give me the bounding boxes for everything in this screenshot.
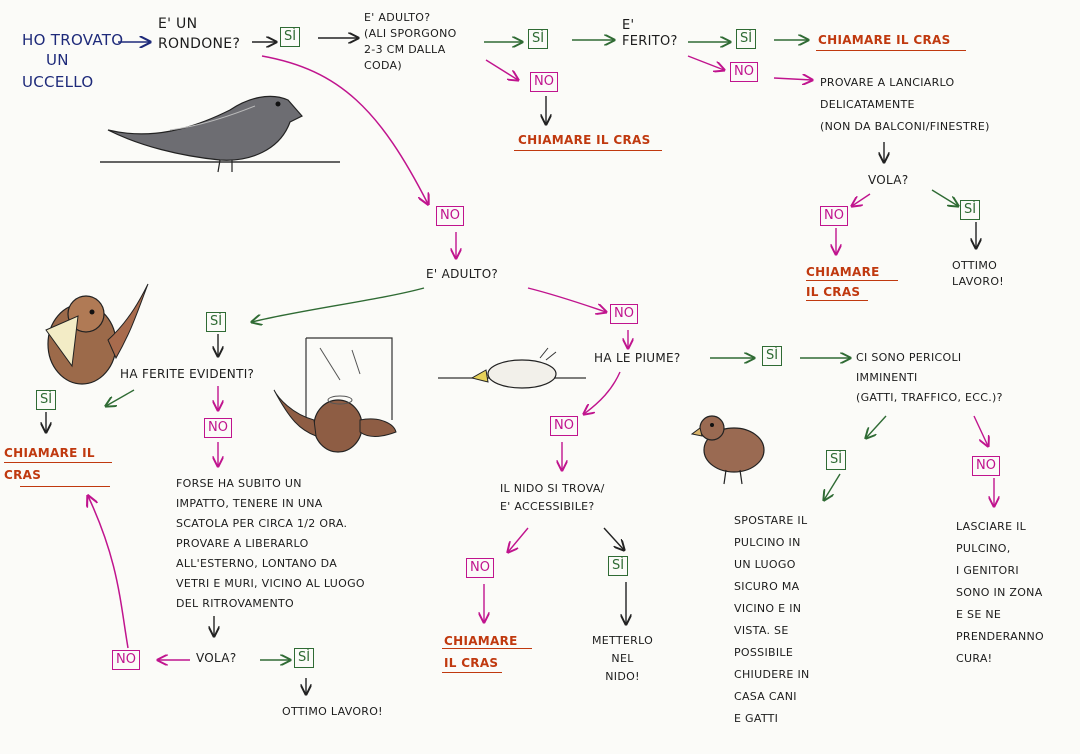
swift-illustration [100,95,340,173]
underline-cras-3b [806,300,868,301]
question-adulto: E' ADULTO? [426,267,499,281]
arrow-adulto-no-right [527,287,606,312]
arrow-nido-no [508,527,529,552]
question-nido: IL NIDO SI TROVA/ E' ACCESSIBILE? [500,482,605,513]
arrow-adulto-no [485,59,518,80]
no-box-ferite: NO [204,418,232,438]
yes-box-rondone: SÌ [280,27,301,47]
arrow-pericoli-si [866,415,887,438]
no-box-ferito: NO [730,62,758,82]
no-box-vola-1: NO [820,206,848,226]
start-label-1: HO TROVATO [22,31,124,49]
arrow-pericoli-no [973,415,988,446]
question-ferito: E' FERITO? [622,18,678,49]
question-vola-2: VOLA? [196,651,237,665]
question-adulto-rondone: E' ADULTO? (ALI SPORGONO 2-3 CM DALLA CO… [364,11,457,72]
underline-cras-5b [442,672,502,673]
call-cras-3: CHIAMARE IL CRAS [806,265,880,299]
no-box-nido: NO [466,558,494,578]
no-box-rondone: NO [436,206,464,226]
underline-cras-3 [806,280,898,281]
no-box-piume: NO [550,416,578,436]
arrow-rondone-no [261,55,428,204]
fledgling-illustration [690,415,765,485]
call-cras-5: CHIAMARE IL CRAS [444,634,518,670]
underline-cras-4 [4,462,112,463]
call-cras-top: CHIAMARE IL CRAS [818,33,951,47]
arrow-nido-si [603,527,624,550]
yes-box-piume: SÌ [762,346,783,366]
yes-box-pericoli: SÌ [826,450,847,470]
call-cras-1: CHIAMARE IL CRAS [518,133,651,147]
question-piume: HA LE PIUME? [594,351,681,365]
ottimo-lavoro-2: OTTIMO LAVORO! [282,705,383,718]
ottimo-lavoro-1: OTTIMO LAVORO! [952,259,1005,288]
call-cras-4: CHIAMARE IL CRAS [4,446,95,482]
chick-illustration [438,347,586,389]
yes-box-vola-2: SÌ [294,648,315,668]
arrow-vola-si [931,189,958,206]
underline-cras-top [816,50,966,51]
arrow-no-loop [88,496,129,649]
no-box-pericoli: NO [972,456,1000,476]
yes-box-vola-1: SÌ [960,200,981,220]
metterlo-nel-nido: METTERLO NEL NIDO! [592,634,654,683]
arrow-vola-no [852,193,871,206]
no-box-adulto: NO [530,72,558,92]
impatto-instruction: FORSE HA SUBITO UN IMPATTO, TENERE IN UN… [176,477,365,610]
yes-box-ferite: SÌ [36,390,57,410]
lasciare-instruction: LASCIARE IL PULCINO, I GENITORI SONO IN … [956,520,1045,665]
question-rondone: E' UN RONDONE? [158,16,241,52]
question-ferite: HA FERITE EVIDENTI? [120,367,255,381]
underline-cras-5 [442,648,532,649]
underline-cras-1 [514,150,662,151]
arrow-ferite-si [106,389,135,406]
start-label-2: UN [46,51,69,69]
question-pericoli: CI SONO PERICOLI IMMINENTI (GATTI, TRAFF… [856,351,1003,404]
no-box-adulto-2: NO [610,304,638,324]
lancio-instruction: PROVARE A LANCIARLO DELICATAMENTE (NON D… [820,76,990,133]
arrow-no-lancio [773,78,812,80]
underline-cras-4b [20,486,110,487]
injured-bird-illustration [45,283,149,385]
yes-box-adulto-2: SÌ [206,312,227,332]
dazed-bird-illustration [273,337,397,453]
no-box-vola-2: NO [112,650,140,670]
yes-box-ferito: SÌ [736,29,757,49]
start-label-3: UCCELLO [22,73,94,91]
arrow-si-spostare [824,473,841,500]
yes-box-adulto: SÌ [528,29,549,49]
arrow-piume-no [584,371,621,414]
question-vola-1: VOLA? [868,173,909,187]
arrow-adulto-si-left [252,287,425,322]
spostare-instruction: SPOSTARE IL PULCINO IN UN LUOGO SICURO M… [734,514,810,725]
arrow-ferito-no [687,55,724,70]
yes-box-nido: SÌ [608,556,629,576]
